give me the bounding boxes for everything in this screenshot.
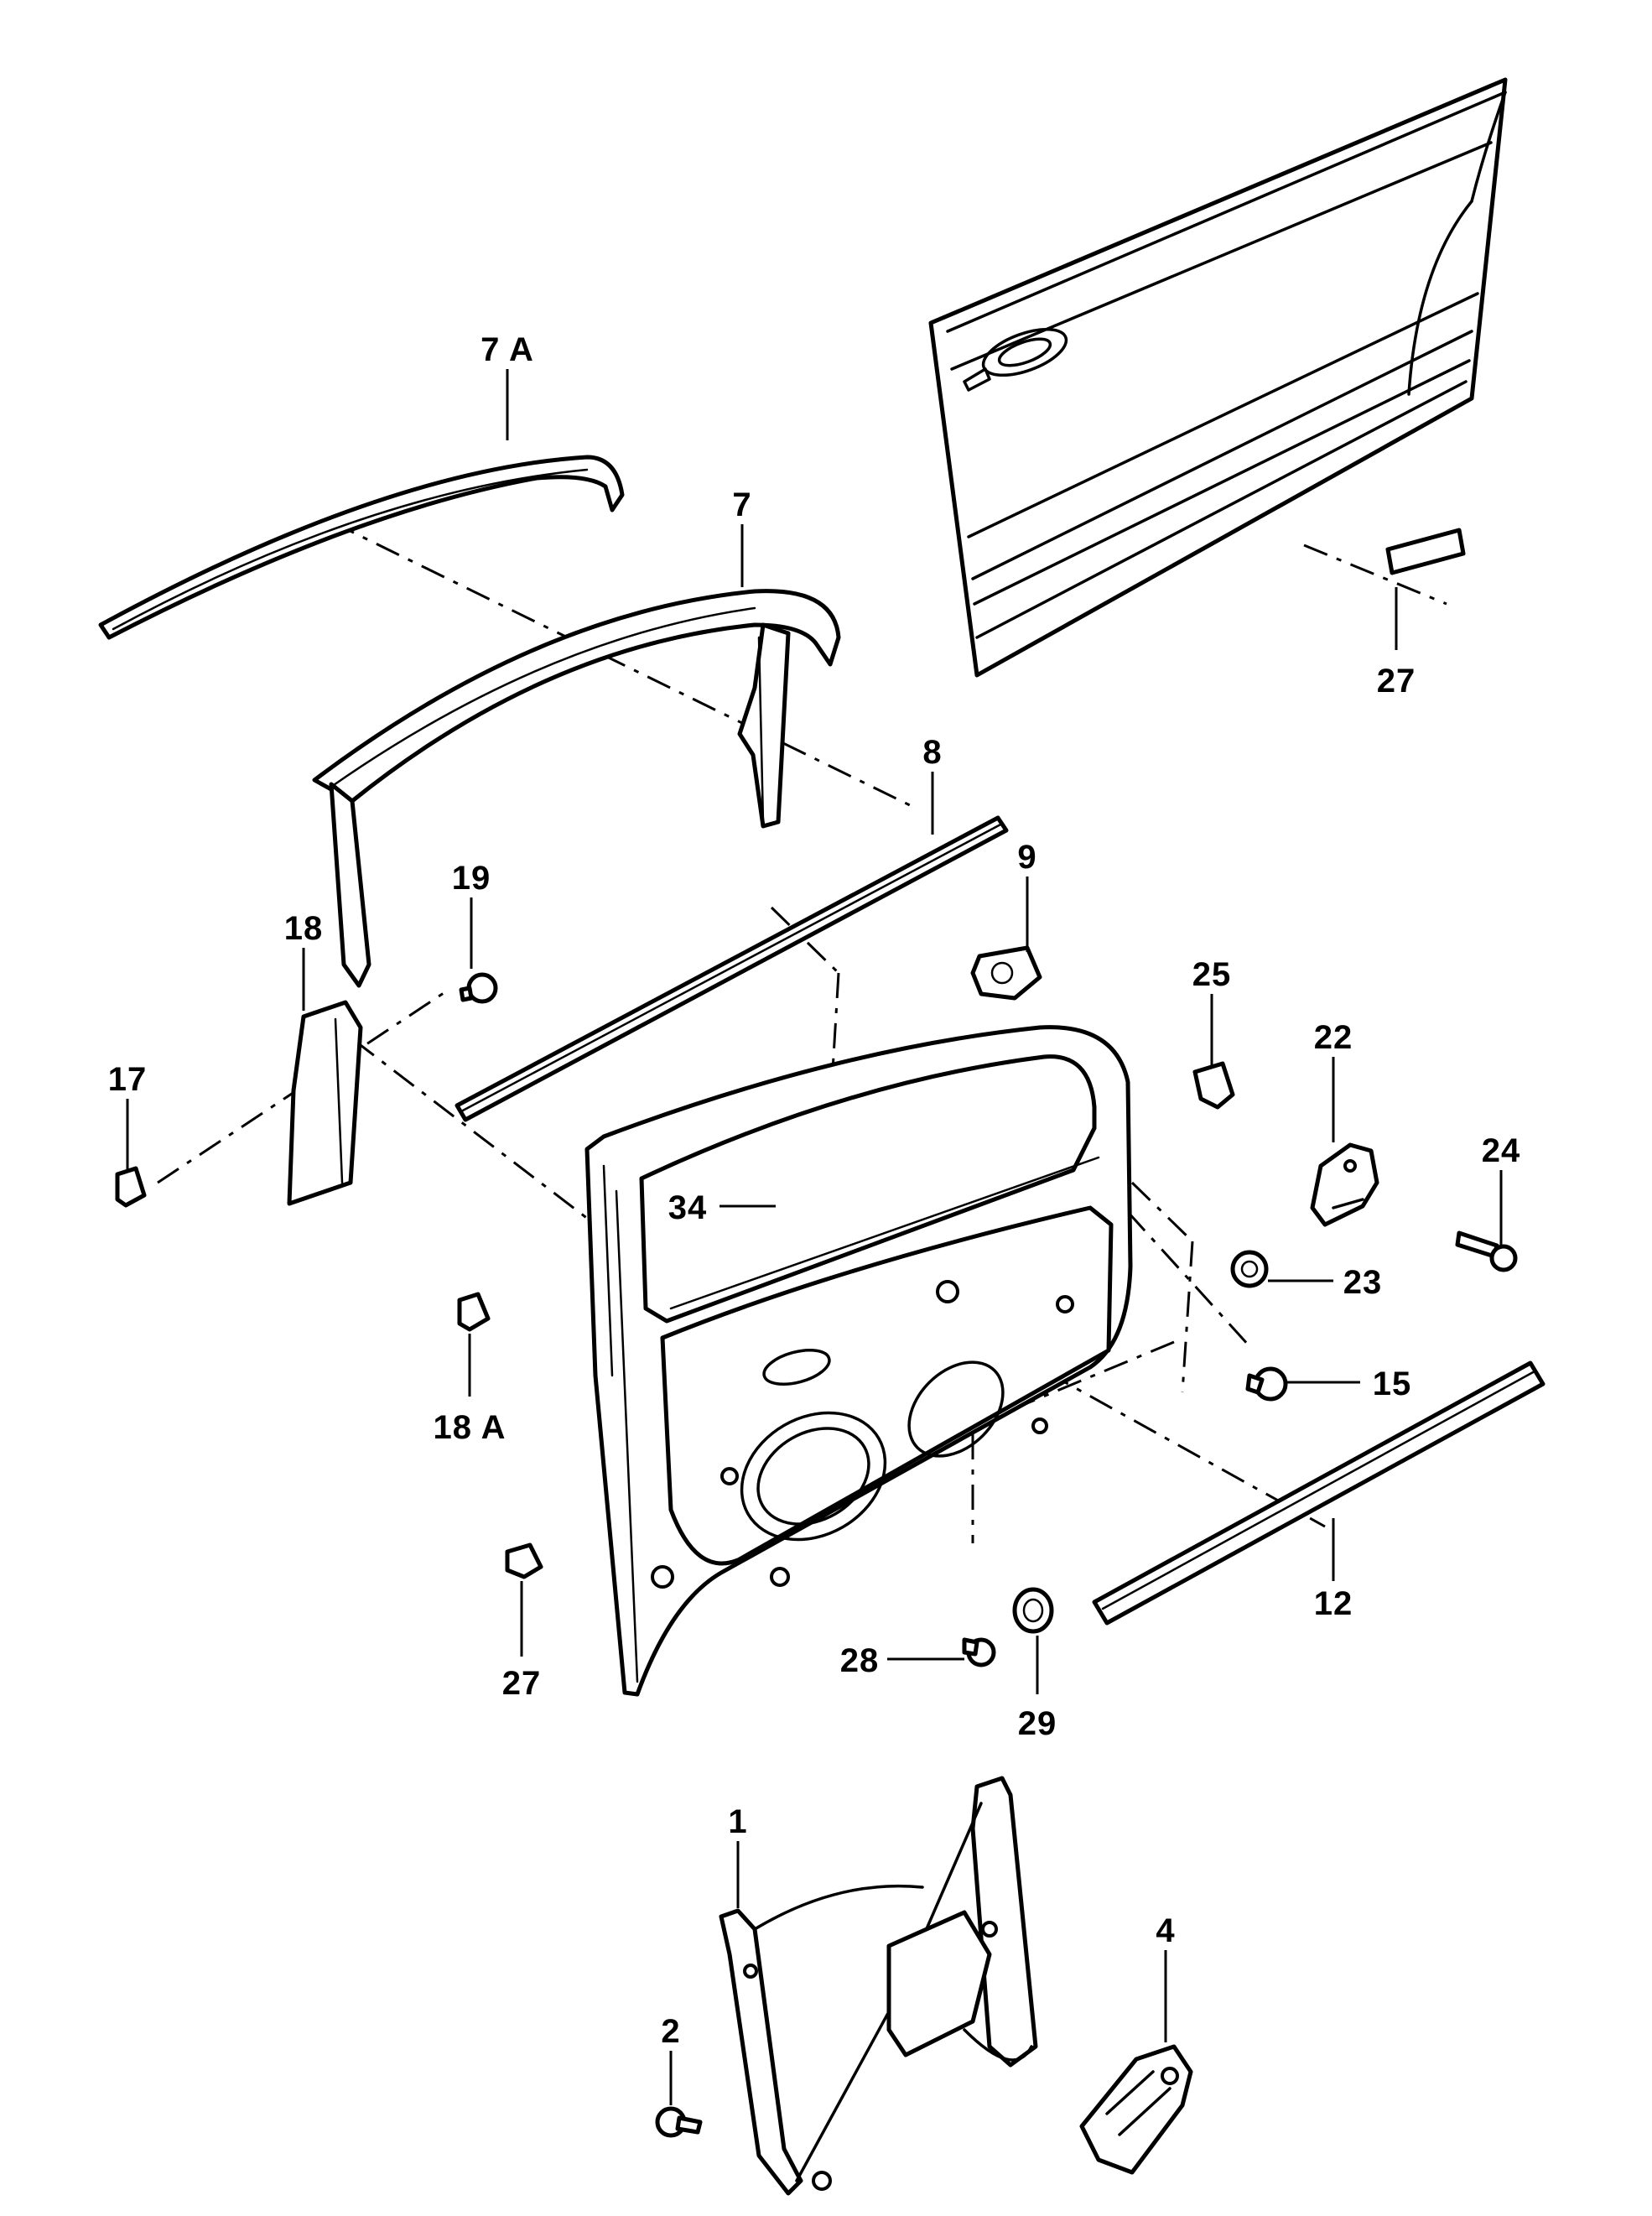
clip-27-bottom <box>505 1542 543 1579</box>
callout-9: 9 <box>1017 839 1036 876</box>
window-regulator-1 <box>719 1776 1038 2196</box>
callout-15: 15 <box>1373 1365 1412 1402</box>
screw-19 <box>459 972 498 1004</box>
callout-22: 22 <box>1314 1019 1353 1056</box>
callout-1: 1 <box>728 1803 747 1840</box>
nut-25 <box>1192 1061 1235 1110</box>
callout-12: 12 <box>1314 1585 1353 1622</box>
callout-2: 2 <box>661 2013 680 2050</box>
bolt-24 <box>1455 1230 1518 1272</box>
clip-9 <box>970 945 1042 1001</box>
callout-19: 19 <box>452 860 491 897</box>
callout-18a: 18 A <box>433 1409 506 1446</box>
bolt-15 <box>1245 1366 1288 1402</box>
callout-25: 25 <box>1192 956 1232 993</box>
callout-8: 8 <box>922 734 942 771</box>
clip-18a <box>457 1292 491 1332</box>
callout-24: 24 <box>1482 1132 1521 1169</box>
callout-34: 34 <box>668 1189 708 1226</box>
callout-7: 7 <box>732 486 751 523</box>
motor-4 <box>1079 2044 1193 2175</box>
lower-strip-12 <box>1092 1360 1546 1626</box>
belt-strip-8 <box>455 815 1009 1122</box>
nut-23 <box>1230 1250 1269 1288</box>
bracket-22 <box>1310 1142 1379 1227</box>
outer-door-panel <box>928 77 1508 678</box>
seal-strip-7a <box>98 455 625 640</box>
callout-27-bottom: 27 <box>502 1665 542 1702</box>
callout-27-top: 27 <box>1377 663 1416 700</box>
callout-18: 18 <box>284 910 324 947</box>
adhesive-pad-27 <box>1385 528 1466 575</box>
callout-29: 29 <box>1018 1705 1057 1742</box>
callout-7a: 7 A <box>481 331 534 368</box>
grommet-29 <box>1012 1587 1054 1634</box>
leader-lines <box>126 369 1503 2105</box>
callout-labels: 7 A 7 27 8 9 19 18 17 25 22 24 34 23 15 … <box>108 331 1521 2050</box>
assembly-lines <box>157 520 1447 1543</box>
callout-4: 4 <box>1156 1912 1175 1949</box>
bolt-2 <box>655 2106 703 2138</box>
frame-molding-7 <box>312 589 841 988</box>
pillar-trim-18 <box>287 1000 363 1206</box>
callout-17: 17 <box>108 1061 148 1098</box>
door-inner-frame <box>584 1025 1133 1697</box>
callout-28: 28 <box>840 1642 880 1679</box>
bolt-28 <box>962 1637 996 1667</box>
clip-17 <box>115 1166 147 1208</box>
callout-23: 23 <box>1343 1264 1383 1301</box>
